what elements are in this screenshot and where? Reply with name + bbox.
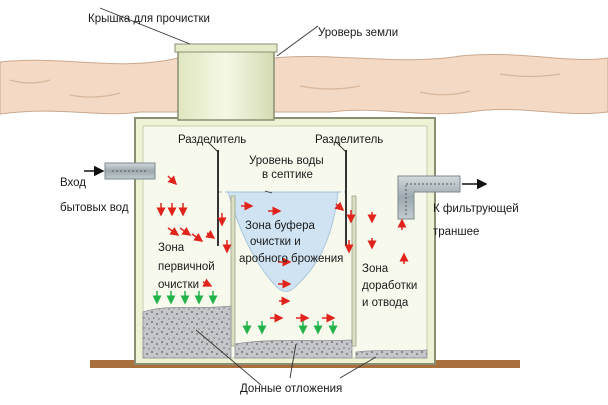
buffer-zone-label-1: Зона буфера — [245, 220, 315, 232]
outlet-label-2: траншее — [433, 226, 479, 238]
sediment-left — [142, 305, 232, 359]
sediment-middle — [234, 339, 353, 359]
outlet-pipe — [397, 175, 461, 220]
flow-arrow-icon — [205, 229, 216, 239]
flow-arrow-icon — [334, 201, 345, 211]
flow-arrow-icon — [167, 175, 178, 186]
outlet-label-1: К фильтрующей — [433, 203, 519, 215]
soil-layer — [0, 54, 608, 115]
buffer-zone-label-3: аробного брожения — [239, 253, 343, 265]
sediments-label: Донные отложения — [240, 383, 342, 395]
water-level — [227, 191, 339, 292]
flow-arrow-icon — [179, 227, 192, 236]
separator-left-label: Разделитель — [178, 134, 246, 146]
water-level-label-2: в септике — [262, 169, 313, 181]
ground-level-label: Уроверь земли — [318, 27, 398, 39]
cleaning-lid — [177, 47, 275, 121]
cleaning-lid-label: Крышка для прочистки — [88, 13, 210, 25]
sediment-right — [355, 349, 428, 359]
settling-arrows — [152, 291, 338, 335]
primary-zone-label-1: Зона — [158, 242, 185, 254]
inlet-label-1: Вход — [60, 177, 86, 189]
water-level-label-1: Уровень воды — [249, 155, 324, 167]
leader-lines — [99, 7, 377, 386]
final-zone-label-1: Зона — [362, 263, 389, 275]
primary-zone-label-3: очистки — [158, 279, 199, 291]
final-zone-label-3: и отвода — [362, 297, 409, 309]
flow-arrow-icon — [202, 278, 213, 287]
primary-zone-label-2: первичной — [158, 261, 215, 273]
final-zone-label-2: доработки — [362, 280, 417, 292]
flow-arrows — [156, 175, 409, 323]
flow-arrow-icon — [191, 233, 204, 242]
inlet-label-2: бытовых вод — [60, 202, 129, 214]
separator-right-label: Разделитель — [315, 134, 383, 146]
flow-arrow-icon — [167, 227, 180, 236]
buffer-zone-label-2: очистки и — [250, 236, 301, 248]
